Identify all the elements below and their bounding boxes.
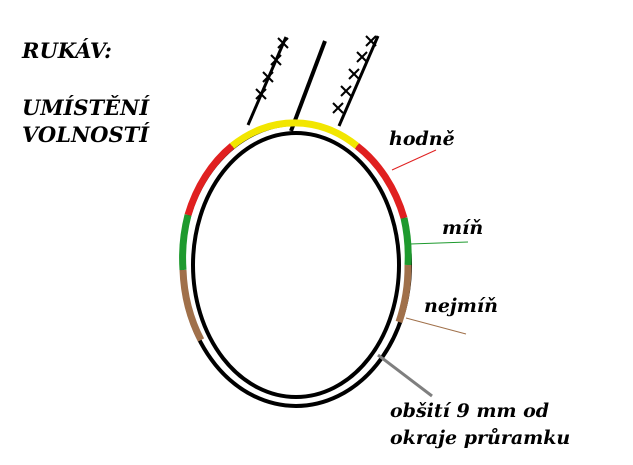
label-seam-line1: obšití 9 mm od [390,400,550,422]
heading-ease-line2: VOLNOSTÍ [22,122,150,147]
sleeve-left-edge [246,36,288,126]
heading-sleeve: RUKÁV: [22,38,112,63]
sleeve-cross-stitch-mark-icon [348,68,360,80]
pointer-least [405,317,467,335]
sleeve-cross-stitch-mark-icon [262,71,274,83]
label-most-ease: hodně [389,128,455,150]
ease-zone-less-right [400,217,412,266]
armhole-seam-line [191,131,401,399]
sleeve-left-stitches [255,37,289,100]
sleeve-right-edge [337,35,380,127]
pointer-most [391,149,437,171]
sleeve-cross-stitch-mark-icon [332,102,344,114]
heading-ease-line1: UMÍSTĚNÍ [22,95,150,120]
heading-ease-placement: UMÍSTĚNÍ VOLNOSTÍ [22,94,149,148]
sleeve-cross-stitch-mark-icon [277,37,289,49]
sleeve-cross-stitch-mark-icon [255,88,267,100]
ease-zone-most-left [184,143,235,216]
sleeve-cross-stitch-mark-icon [270,54,282,66]
pointer-less [409,241,469,245]
sleeve-center-line [289,40,327,132]
ease-zone-least-right [395,264,412,324]
pointer-seam [377,353,433,398]
label-less-ease: míň [442,217,484,239]
sleeve-cross-stitch-mark-icon [340,85,352,97]
sleeve-right-stitches [332,35,377,114]
label-seam-line2: okraje průramku [390,427,571,449]
label-seam-allowance: obšití 9 mm od okraje průramku [390,398,570,452]
ease-zone-most-right [354,143,408,219]
sleeve-cross-stitch-mark-icon [365,35,377,47]
sleeve-cross-stitch-mark-icon [356,51,368,63]
ease-zone-least-left [179,269,205,342]
label-least-ease: nejmíň [424,295,498,317]
ease-zone-top [229,119,360,149]
ease-zone-less-left [179,214,192,271]
